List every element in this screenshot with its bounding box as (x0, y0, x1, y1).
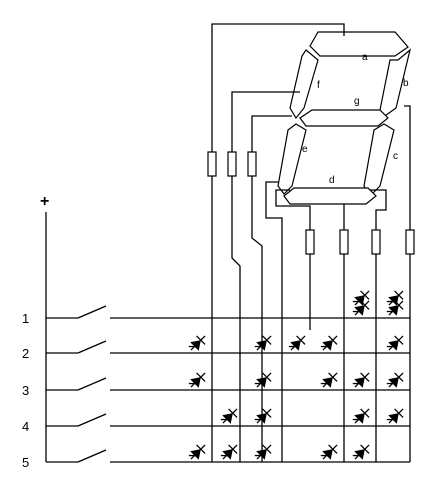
segment-d (283, 187, 377, 205)
resistor-1 (207, 151, 217, 177)
diode-r2-c7 (386, 335, 404, 351)
diode-r2-c5 (320, 335, 338, 351)
diode-r3-c3 (254, 372, 272, 388)
diode-r2-c1 (188, 335, 206, 351)
diode-r3-c5 (320, 372, 338, 388)
segment-label-a: a (362, 52, 368, 63)
switch-contact[interactable] (77, 340, 107, 354)
diode-r4-c2 (220, 408, 238, 424)
switch-contact[interactable] (77, 413, 107, 427)
segment-label-c: c (393, 151, 398, 162)
segment-wiring (211, 23, 411, 462)
diode-r5-c3 (254, 444, 272, 460)
resistors (207, 151, 415, 255)
diode-r5-c2 (220, 444, 238, 460)
segment-label-d: d (329, 175, 335, 186)
diode-r4-c3 (254, 408, 272, 424)
switch-number-5: 5 (22, 455, 29, 470)
resistor-7 (405, 229, 415, 255)
switch-contact[interactable] (77, 377, 107, 391)
seven-segment-display (277, 31, 412, 205)
switch-contact[interactable] (77, 449, 107, 463)
switch-row-2: 2 (22, 340, 410, 361)
segment-f (289, 49, 319, 120)
diode-r4-c6 (352, 408, 370, 424)
segment-c (363, 123, 395, 197)
switch-contact[interactable] (77, 305, 107, 319)
diode-top-c6 (352, 290, 370, 306)
diode-r3-c1 (188, 372, 206, 388)
diode-r5-c1 (188, 444, 206, 460)
segment-g (299, 109, 389, 127)
diode-r5-c5 (320, 444, 338, 460)
resistor-4 (305, 229, 315, 255)
switch-row-1: 1 (22, 305, 410, 326)
diode-r3-c7 (386, 372, 404, 388)
segment-a (309, 31, 409, 57)
switch-row-3: 3 (22, 377, 410, 398)
resistor-3 (247, 151, 257, 177)
power-plus-label: + (40, 193, 49, 210)
diode-matrix (188, 290, 404, 460)
switch-number-4: 4 (22, 419, 29, 434)
diode-r4-c7 (386, 408, 404, 424)
diode-r5-c6 (352, 444, 370, 460)
segment-label-b: b (403, 78, 409, 89)
segment-label-e: e (302, 144, 308, 155)
switch-number-1: 1 (22, 311, 29, 326)
switch-row-5: 5 (22, 449, 410, 470)
resistor-6 (371, 229, 381, 255)
segment-e (277, 123, 307, 195)
resistor-2 (227, 151, 237, 177)
diode-r2-c3 (254, 335, 272, 351)
diode-top-c7 (386, 290, 404, 306)
segment-label-f: f (317, 80, 320, 91)
resistor-5 (339, 229, 349, 255)
diode-r2-c4 (288, 335, 306, 351)
diode-r3-c6 (352, 372, 370, 388)
segment-label-g: g (354, 96, 360, 107)
switch-row-4: 4 (22, 413, 410, 434)
switch-number-2: 2 (22, 346, 29, 361)
switch-number-3: 3 (22, 383, 29, 398)
switch-rows: 1 2 3 4 5 (22, 305, 410, 470)
